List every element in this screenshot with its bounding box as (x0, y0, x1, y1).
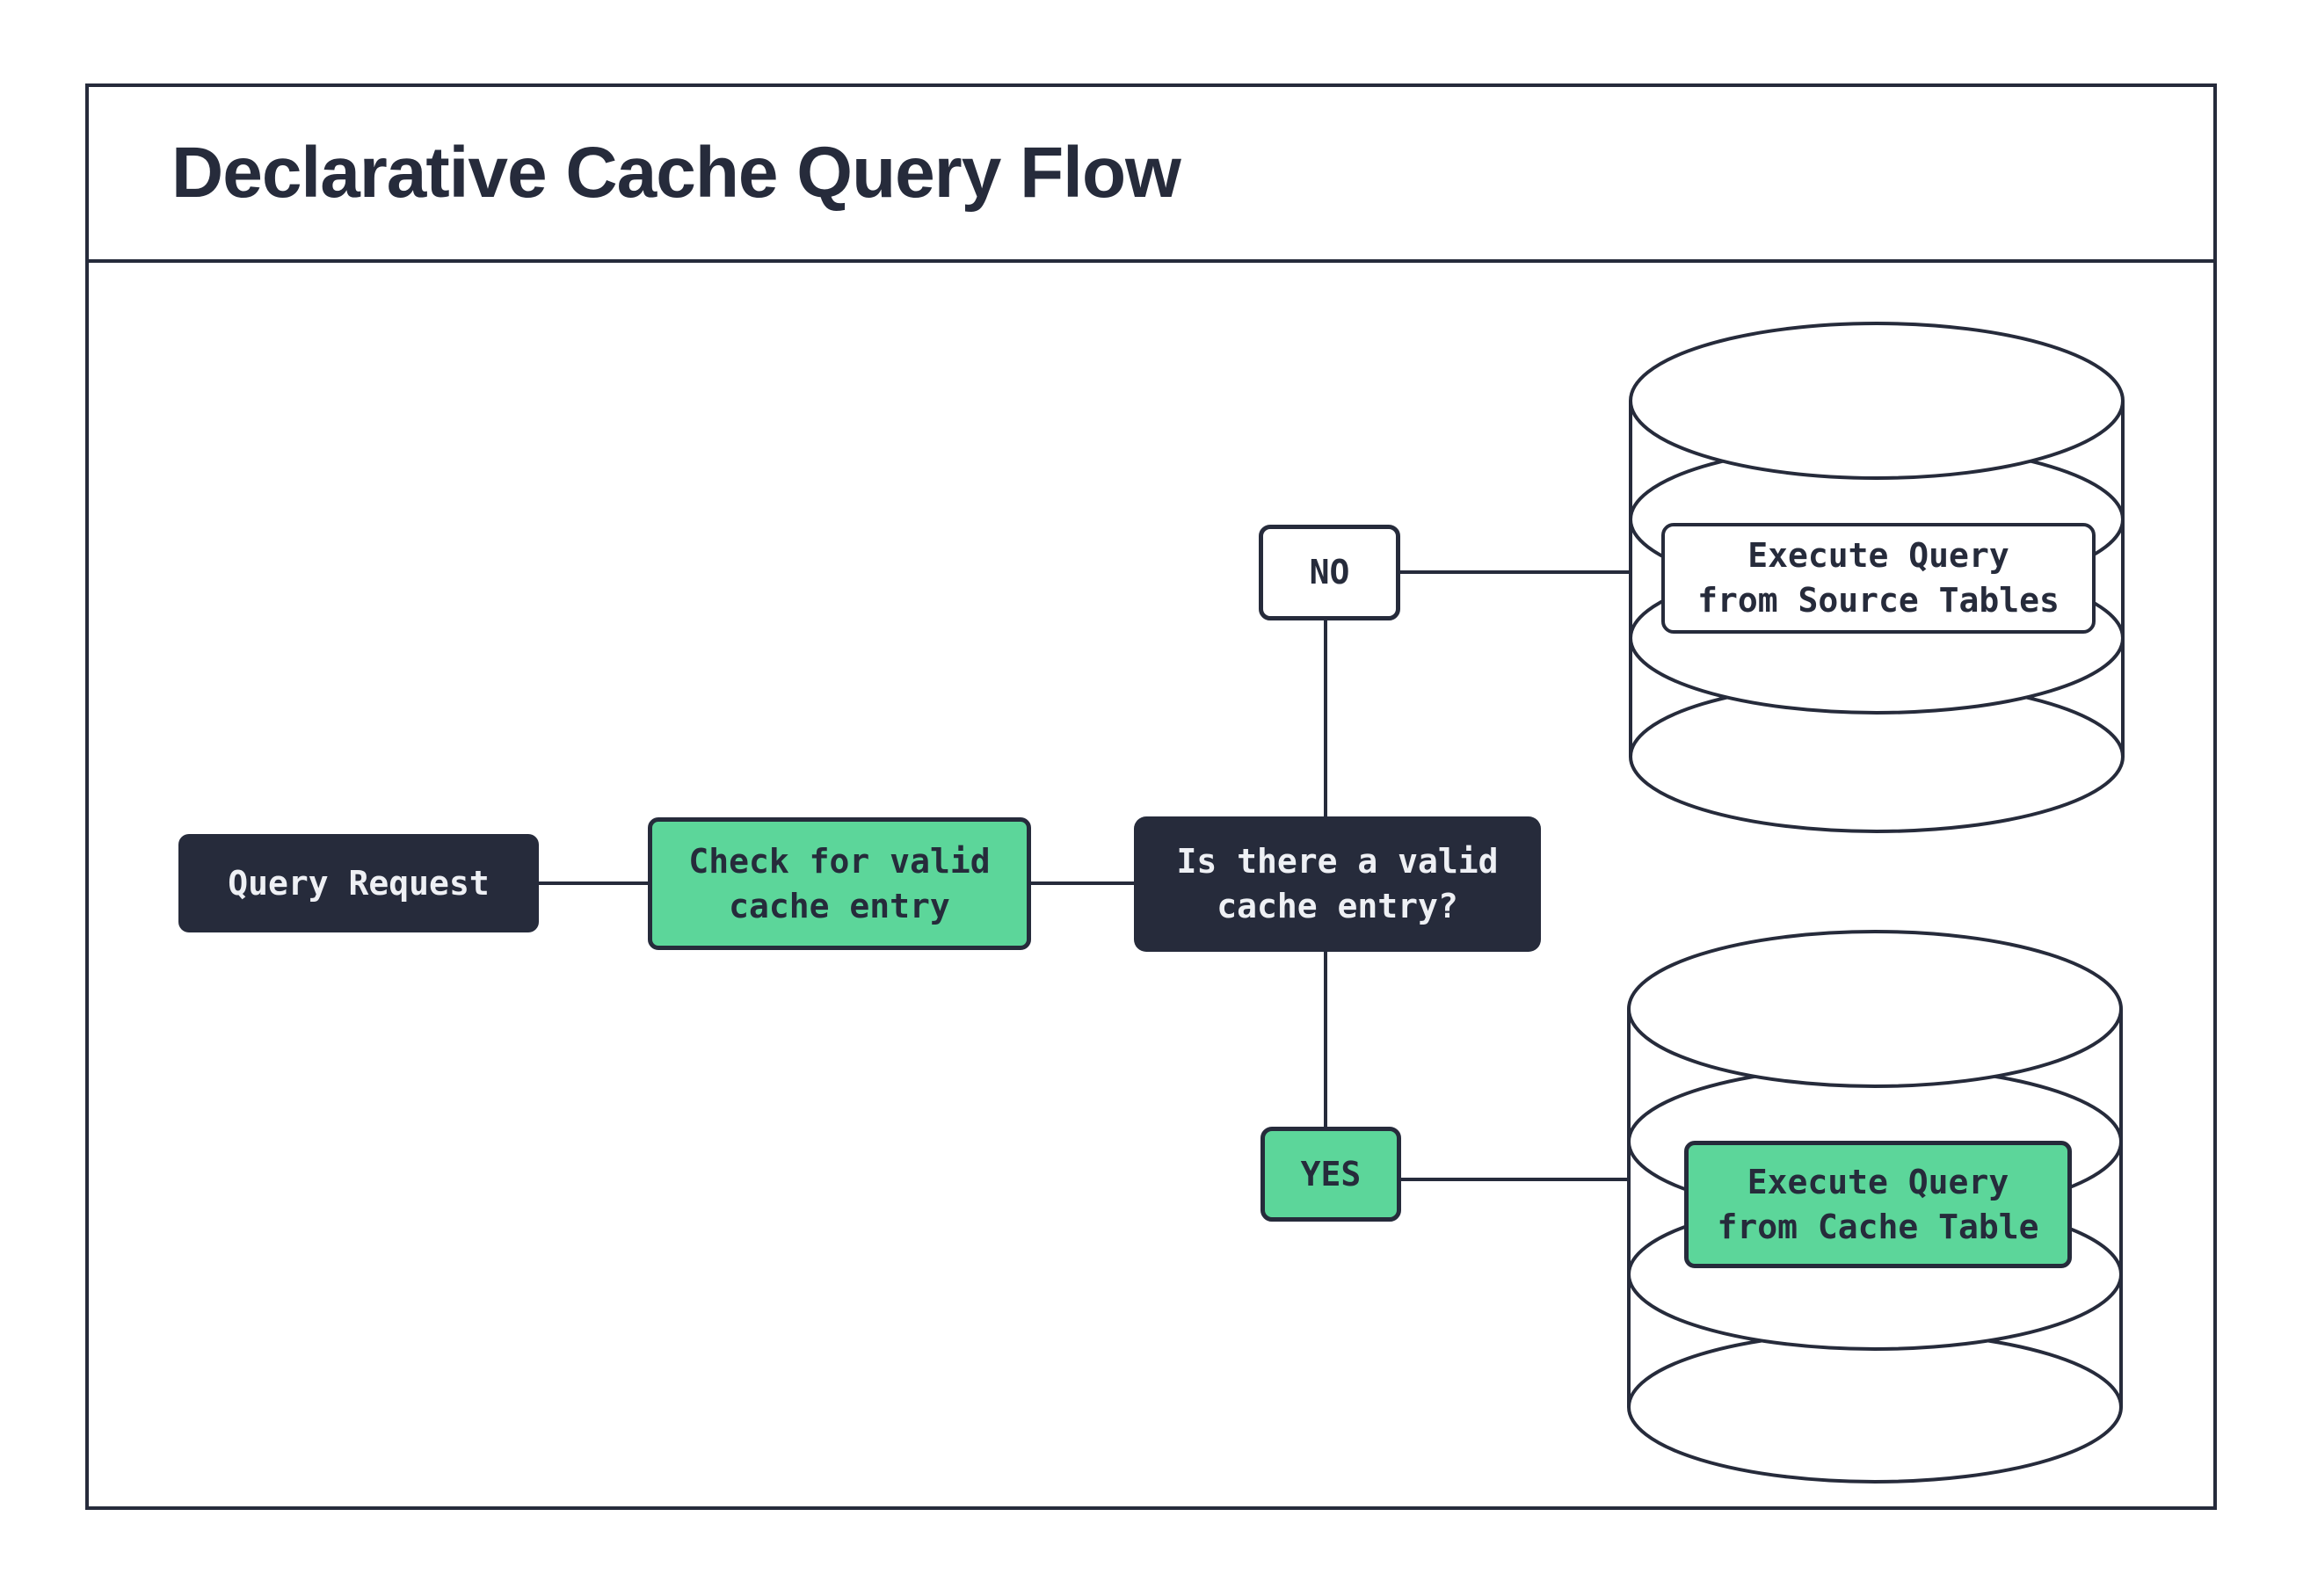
node-no-branch-label: NO (1309, 553, 1350, 591)
node-execute-source-line2: from Source Tables (1697, 581, 2060, 620)
node-check-cache-line2: cache entry (729, 886, 950, 925)
node-decision-line2: cache entry? (1217, 887, 1458, 925)
diagram-frame (85, 83, 2217, 1510)
title-band: Declarative Cache Query Flow (89, 87, 2213, 259)
node-check-cache: Check for valid cache entry (648, 817, 1031, 950)
title-separator (85, 259, 2217, 263)
node-yes-branch: YES (1260, 1127, 1401, 1222)
node-query-request-label: Query Request (228, 863, 490, 903)
node-execute-cache-line2: from Cache Table (1717, 1207, 2039, 1246)
node-execute-source-tables: Execute Query from Source Tables (1661, 523, 2096, 634)
node-query-request: Query Request (178, 834, 539, 932)
page-title: Declarative Cache Query Flow (171, 133, 1181, 213)
node-no-branch: NO (1259, 525, 1400, 620)
node-execute-cache-table: Execute Query from Cache Table (1684, 1141, 2072, 1268)
node-yes-branch-label: YES (1300, 1154, 1362, 1193)
node-check-cache-line1: Check for valid (688, 841, 991, 881)
node-execute-cache-line1: Execute Query (1747, 1162, 2009, 1201)
node-decision-valid-cache: Is there a valid cache entry? (1134, 816, 1541, 952)
node-execute-source-line1: Execute Query (1747, 536, 2009, 575)
node-decision-line1: Is there a valid (1176, 842, 1499, 881)
